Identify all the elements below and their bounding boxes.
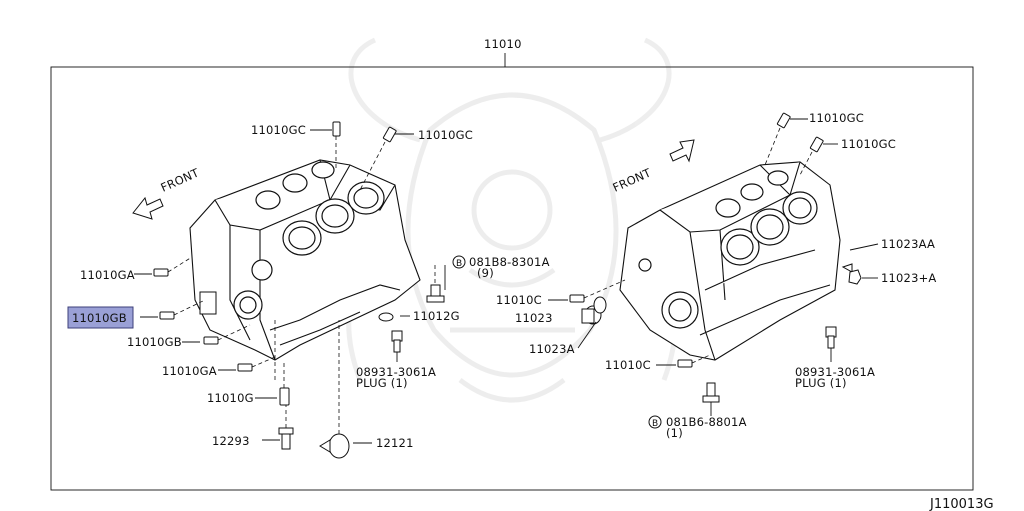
part-quantity: (1): [666, 426, 683, 440]
part-label[interactable]: 12121: [376, 436, 414, 450]
right-leaders: B: [548, 112, 879, 429]
part-label[interactable]: 11010C: [496, 293, 542, 307]
left-front-indicator: FRONT: [132, 165, 202, 220]
svg-text:B: B: [652, 419, 658, 429]
left-front-label: FRONT: [159, 165, 202, 194]
figure-code: J110013G: [929, 497, 994, 511]
part-label[interactable]: 11023AA: [881, 237, 935, 251]
part-label[interactable]: 11010G: [207, 391, 254, 405]
diagram-border: [50, 66, 974, 491]
part-label[interactable]: 11023: [515, 311, 553, 325]
part-label[interactable]: 12293: [212, 434, 250, 448]
part-label[interactable]: 11010GA: [162, 364, 217, 378]
part-label[interactable]: 11023A: [529, 342, 575, 356]
part-label[interactable]: 081B6-8801A: [666, 415, 747, 429]
front-arrow-icon: [132, 196, 164, 220]
part-label[interactable]: 08931-3061A: [356, 365, 436, 379]
left-leaders: B: [134, 121, 466, 459]
left-engine-block: [189, 159, 421, 361]
part-label[interactable]: 11023+A: [881, 271, 937, 285]
part-quantity: (9): [477, 266, 494, 280]
part-note: PLUG (1): [795, 376, 847, 390]
right-front-label: FRONT: [611, 165, 654, 194]
selected-part-highlight[interactable]: 11010GB: [67, 306, 134, 329]
part-label[interactable]: 08931-3061A: [795, 365, 875, 379]
right-front-indicator: FRONT: [611, 139, 695, 195]
part-label[interactable]: 11010GC: [418, 128, 473, 142]
part-label[interactable]: 11010GB: [127, 335, 182, 349]
svg-text:B: B: [456, 259, 462, 269]
part-label-selected[interactable]: 11010GB: [72, 311, 127, 325]
part-label[interactable]: 11010GA: [80, 268, 135, 282]
part-label[interactable]: 11010C: [605, 358, 651, 372]
assembly-label: 11010: [484, 37, 522, 51]
left-part-labels: 11010GC 11010GC 11010GA 11010GB 11010GB …: [67, 123, 550, 450]
part-label[interactable]: 11010GC: [251, 123, 306, 137]
part-note: PLUG (1): [356, 376, 408, 390]
part-label[interactable]: 081B8-8301A: [469, 255, 550, 269]
part-label[interactable]: 11010GC: [809, 111, 864, 125]
front-arrow-icon: [669, 139, 695, 163]
part-label[interactable]: 11010GC: [841, 137, 896, 151]
right-engine-block: [619, 161, 841, 361]
right-part-labels: 11010GC 11010GC 11023AA 11023+A 11010C 1…: [496, 111, 937, 440]
part-label[interactable]: 11012G: [413, 309, 460, 323]
